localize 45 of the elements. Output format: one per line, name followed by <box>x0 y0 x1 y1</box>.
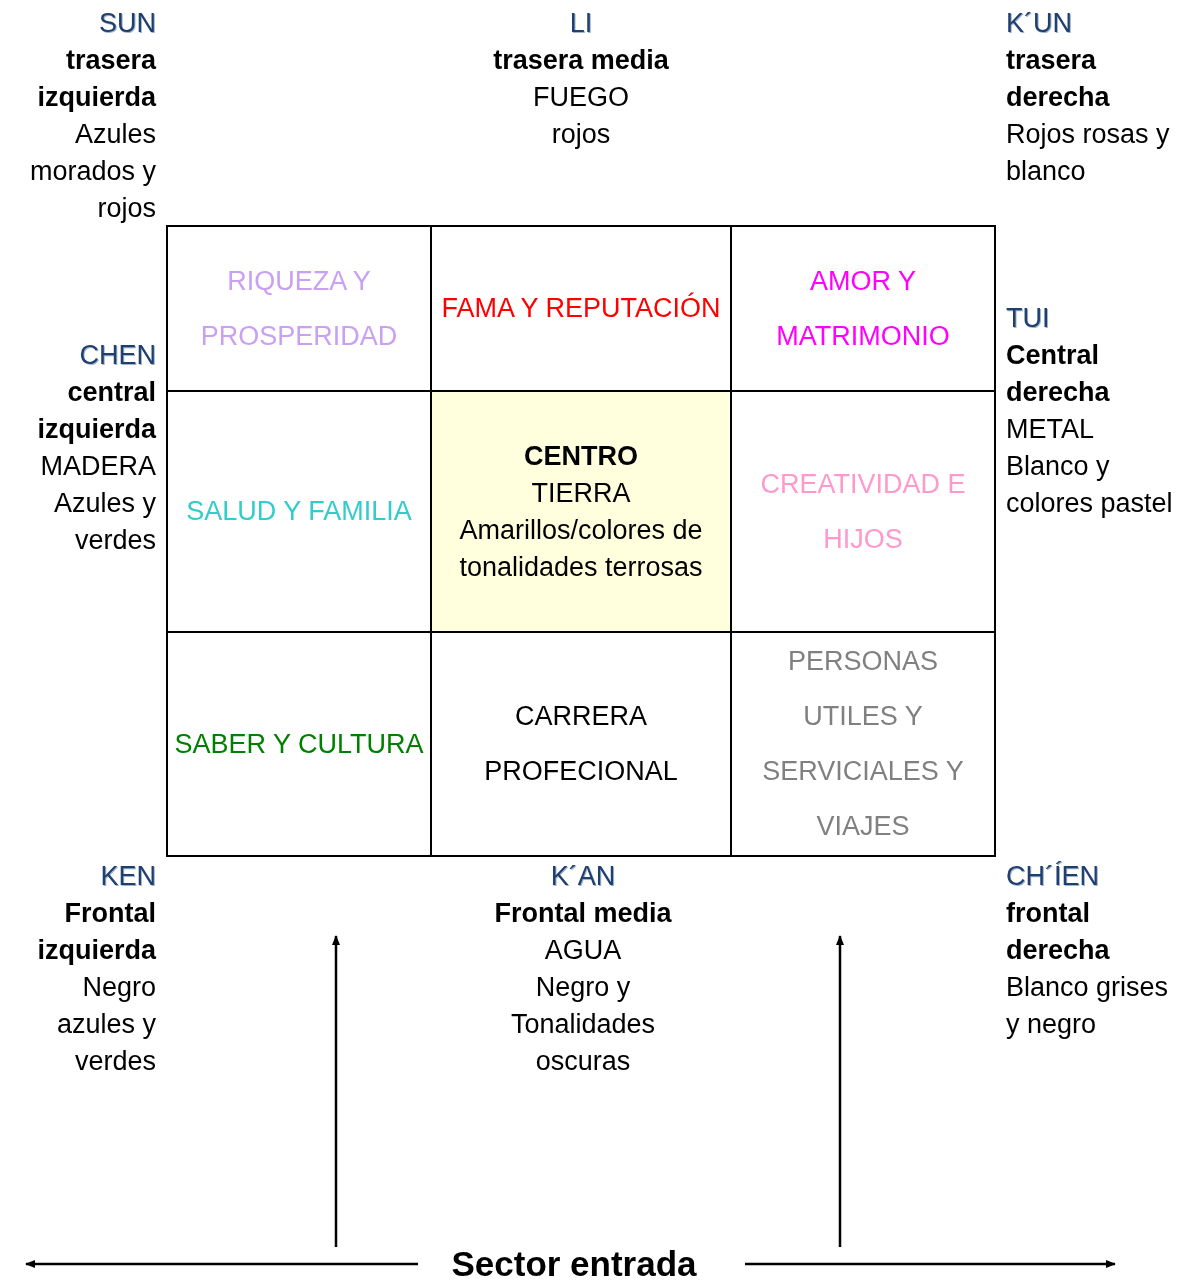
cell-text: TIERRA <box>531 476 631 510</box>
position-label: central izquierda <box>36 376 156 446</box>
entrance-label: Sector entrada <box>450 1244 698 1283</box>
cell-heading: CENTRO <box>524 439 638 473</box>
direction-name: SUN <box>98 7 156 40</box>
cell-text: FAMA Y REPUTACIÓN <box>441 291 721 325</box>
element-label: FUEGO <box>532 81 630 114</box>
element-label: Negro y Tonalidades oscuras <box>509 971 657 1078</box>
cell-text: SALUD Y FAMILIA <box>186 495 412 528</box>
position-label: Frontal izquierda <box>36 897 156 967</box>
direction-name: CH´ÍEN <box>1006 860 1100 893</box>
cell-text: Amarillos/colores de tonalidades terrosas <box>458 513 704 584</box>
direction-name: CHEN <box>78 339 156 372</box>
position-label: Frontal media <box>493 897 673 930</box>
element-label: AGUA <box>543 934 623 967</box>
grid-cell <box>166 631 432 857</box>
cell-text: SABER Y CULTURA <box>174 727 424 761</box>
element-label: Blanco y colores pastel <box>1006 450 1174 520</box>
cell-text: AMOR Y MATRIMONIO <box>775 264 951 353</box>
position-label: Central derecha <box>1006 339 1111 409</box>
element-label: Azules morados y rojos <box>28 118 156 225</box>
direction-name: LI <box>568 7 594 40</box>
grid-cell <box>730 631 996 857</box>
direction-name: K´UN <box>1006 7 1073 40</box>
grid-cell <box>730 225 996 392</box>
grid-cell <box>430 390 732 633</box>
grid-cell <box>166 225 432 392</box>
cell-text: RIQUEZA Y PROSPERIDAD <box>199 264 399 353</box>
element-label: Azules y verdes <box>52 487 156 557</box>
position-label: trasera media <box>492 44 670 77</box>
element-label: Negro azules y verdes <box>55 971 156 1078</box>
element-label: MADERA <box>39 450 156 483</box>
cell-text: CARRERA PROFECIONAL <box>483 700 679 788</box>
position-label: trasera izquierda <box>36 44 156 114</box>
element-label: rojos <box>550 118 612 151</box>
direction-name: TUI <box>1006 302 1051 335</box>
cell-text: PERSONAS UTILES Y SERVICIALES Y VIAJES <box>761 645 965 843</box>
element-label: Blanco grises y negro <box>1006 971 1170 1041</box>
direction-name: KEN <box>99 860 156 893</box>
element-label: Rojos rosas y blanco <box>1006 118 1171 188</box>
position-label: frontal derecha <box>1006 897 1111 967</box>
element-label: METAL <box>1006 413 1095 446</box>
cell-text: CREATIVIDAD E HIJOS <box>759 467 967 556</box>
position-label: trasera derecha <box>1006 44 1111 114</box>
direction-name: K´AN <box>549 860 617 893</box>
